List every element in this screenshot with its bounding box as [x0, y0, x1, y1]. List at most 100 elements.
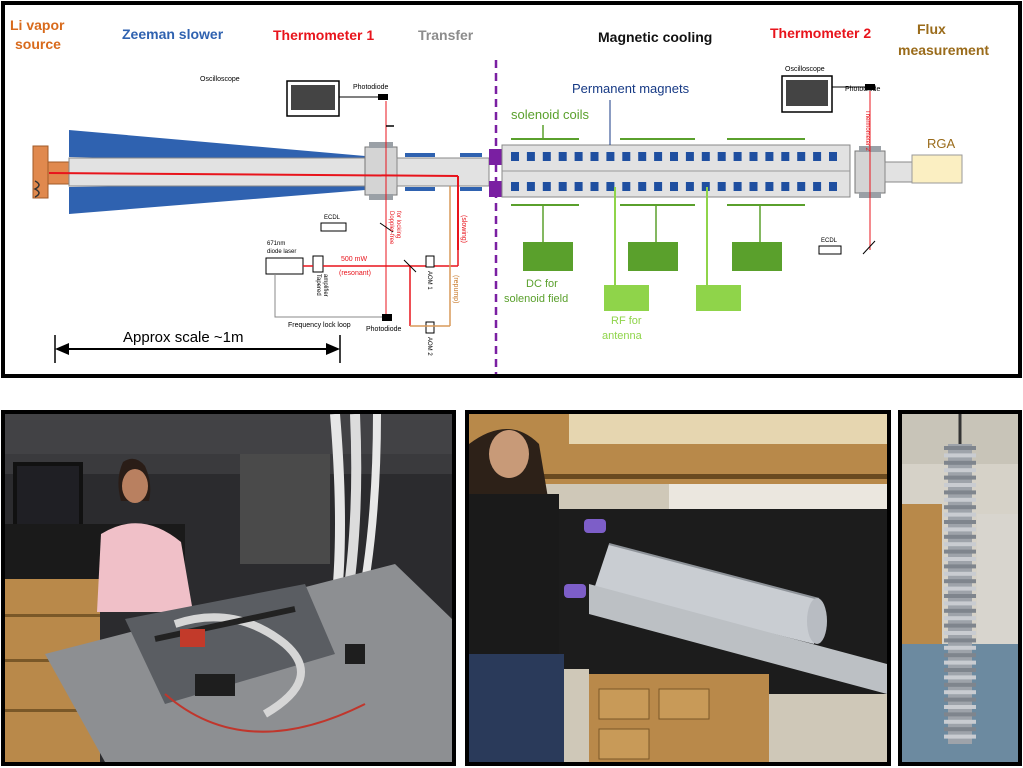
magnet-ring: [944, 660, 976, 665]
permanent-magnet: [654, 152, 663, 161]
permanent-magnet: [701, 152, 710, 161]
ecdl-1-label: ECDL: [324, 215, 341, 221]
photo-lab-student-image: [5, 414, 452, 762]
permanent-magnet: [574, 152, 583, 161]
magnet-ring: [944, 460, 976, 465]
magnet-ring: [944, 490, 976, 495]
aom-1-label: AOM 1: [426, 271, 432, 290]
tapered-amplifier: [312, 255, 324, 273]
permanent-magnet: [574, 182, 583, 191]
rga-neck: [884, 161, 913, 183]
permanent-magnets-label: Permanent magnets: [572, 81, 690, 96]
rf-supply-1: [604, 285, 649, 311]
diode-laser: [265, 257, 304, 275]
solenoid-coils-label: solenoid coils: [511, 107, 590, 122]
permanent-magnet: [558, 152, 567, 161]
magnet-ring: [944, 653, 976, 658]
transfer-coil-2: [405, 187, 435, 191]
repump-label: (repump): [452, 275, 459, 303]
permanent-magnet: [781, 152, 790, 161]
doppler-free-label-line2: for locking: [395, 211, 401, 238]
thermometer-1-label: Thermometer 1: [273, 27, 374, 43]
permanent-magnet: [733, 182, 742, 191]
resonant-label: (resonant): [339, 270, 371, 277]
magnet-ring: [944, 468, 976, 473]
dc-supply-3: [732, 242, 782, 271]
permanent-magnet: [622, 152, 631, 161]
magnet-ring: [944, 675, 976, 680]
permanent-magnet: [558, 182, 567, 191]
gate-valve-top: [489, 149, 502, 165]
permanent-magnet: [590, 152, 599, 161]
magnet-ring: [944, 527, 976, 532]
dc-supply-2: [628, 242, 678, 271]
rf-supply-label-line2: antenna: [602, 330, 643, 342]
aom-2-label: AOM 2: [426, 337, 432, 356]
permanent-magnet: [797, 182, 806, 191]
oscilloscope-1-screen: [291, 85, 335, 110]
magnet-ring: [944, 727, 976, 732]
gate-valve-bottom: [489, 181, 502, 197]
magnet-ring: [944, 594, 976, 598]
zeeman-lower-wedge: [69, 183, 365, 214]
magnet-ring: [944, 697, 976, 702]
magnet-ring: [944, 446, 976, 450]
permanent-magnet: [670, 182, 678, 191]
magnet-ring: [944, 608, 976, 613]
magnet-ring: [944, 616, 976, 621]
photodiode-2: [865, 84, 875, 90]
magnet-ring: [944, 668, 976, 672]
power-label: 500 mW: [341, 256, 367, 263]
permanent-magnet: [717, 152, 726, 161]
permanent-magnet: [685, 152, 694, 161]
rga-label: RGA: [927, 136, 956, 151]
thermometer-1-flange-top: [369, 142, 393, 148]
transfer-coil-4: [460, 187, 482, 191]
magnet-ring: [944, 645, 976, 650]
permanent-magnet: [654, 182, 663, 191]
transfer-tube: [396, 157, 490, 187]
zeeman-slower-label: Zeeman slower: [122, 26, 224, 42]
magnet-ring: [944, 571, 976, 576]
permanent-magnet: [542, 152, 551, 161]
photodiode-2-label: Photodiode: [845, 86, 881, 93]
thermometer-1-flange-bottom: [369, 194, 393, 200]
permanent-magnet: [606, 182, 615, 191]
magnet-ring: [944, 631, 976, 635]
permanent-magnet: [701, 182, 710, 191]
permanent-magnet: [829, 152, 837, 161]
doppler-free-label-line1: Doppler-free: [388, 211, 394, 245]
magnet-ring: [944, 682, 976, 687]
magnet-stack-rings: [944, 446, 976, 739]
permanent-magnet: [511, 152, 519, 161]
permanent-magnet: [717, 182, 726, 191]
diode-laser-label-line1: 671nm: [267, 241, 285, 247]
permanent-magnet: [526, 182, 535, 191]
magnet-ring: [944, 638, 976, 643]
magnet-ring: [944, 712, 976, 717]
ecdl-1: [320, 222, 347, 232]
dc-supply-label-line2: solenoid field: [504, 293, 568, 305]
magnet-ring: [944, 557, 976, 561]
permanent-magnet: [511, 182, 519, 191]
magnet-ring: [944, 564, 976, 569]
dc-supply-label-line1: DC for: [526, 278, 558, 290]
permanent-magnet: [797, 152, 806, 161]
aom-1: [425, 255, 435, 268]
rf-supply-label-line1: RF for: [611, 315, 642, 327]
permanent-magnet-array: [511, 152, 837, 191]
flux-label-line2: measurement: [898, 42, 989, 58]
permanent-magnet: [813, 152, 822, 161]
photo-magnet-assembly: [465, 410, 891, 766]
permanent-magnet: [526, 152, 535, 161]
mirror-1: [403, 259, 417, 273]
apparatus-diagram: Li vapor source Zeeman slower Thermomete…: [1, 1, 1022, 378]
dc-supply-1: [523, 242, 573, 271]
magnet-ring: [944, 586, 976, 591]
permanent-magnet: [685, 182, 694, 191]
ecdl-1-mirror: [379, 222, 394, 233]
magnet-ring: [944, 623, 976, 628]
thermometer-2-vertical-label: Thermometer 2: [864, 110, 870, 152]
ecdl-2-mirror: [862, 240, 876, 255]
photo-magnet-assembly-image: [469, 414, 887, 762]
